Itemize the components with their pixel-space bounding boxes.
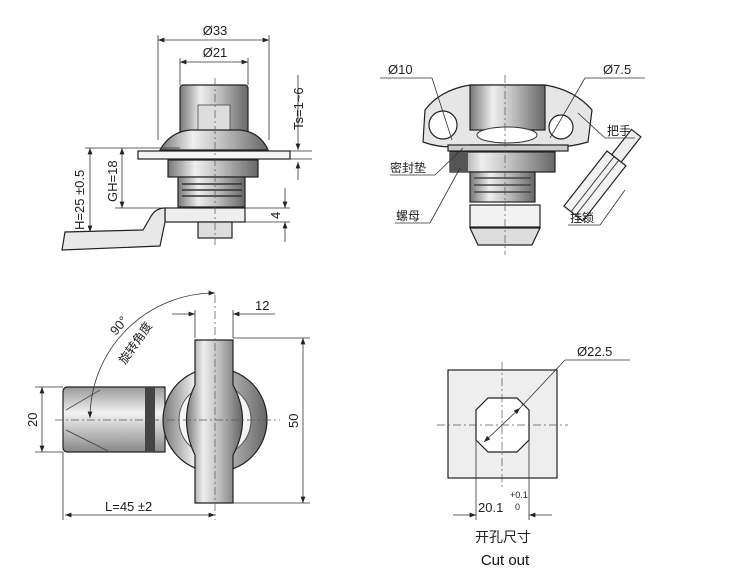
panel-plate bbox=[137, 150, 291, 160]
label-handle: 把手 bbox=[607, 124, 631, 138]
flange bbox=[158, 129, 269, 151]
tol-minus: 0 bbox=[515, 502, 520, 512]
dim-20-1: 20.1 bbox=[478, 500, 503, 515]
angle-90: 90° bbox=[107, 313, 131, 338]
dim-20: 20 bbox=[25, 413, 40, 427]
cutout-title-cn: 开孔尺寸 bbox=[475, 530, 531, 546]
cam-hub bbox=[164, 207, 246, 223]
handle-arm bbox=[186, 339, 243, 504]
dim-dia-33: Ø33 bbox=[203, 23, 228, 38]
label-padlock: 挂锁 bbox=[570, 210, 594, 225]
dim-dia-22-5: Ø22.5 bbox=[577, 344, 612, 359]
nut bbox=[167, 159, 259, 178]
dim-cam-thickness: 4 bbox=[268, 212, 283, 219]
dim-dia-10: Ø10 bbox=[388, 62, 413, 77]
thread bbox=[177, 176, 246, 208]
dim-h: H=25 ±0.5 bbox=[72, 170, 87, 230]
section-view: Ø10 Ø7.5 把手 密封垫 螺母 挂锁 bbox=[380, 62, 645, 255]
tol-plus: +0.1 bbox=[510, 490, 528, 500]
dim-50: 50 bbox=[286, 414, 301, 428]
label-seal: 密封垫 bbox=[390, 160, 426, 175]
dim-gh: GH=18 bbox=[105, 160, 120, 202]
cutout-view: Ø22.5 20.1 +0.1 0 开孔尺寸 Cut out bbox=[437, 344, 630, 569]
label-nut: 螺母 bbox=[396, 209, 420, 223]
dim-ts: Ts=1~6 bbox=[291, 87, 306, 130]
top-view: 90° 旋转角度 12 50 20 L=45 ±2 bbox=[25, 290, 310, 520]
dim-12: 12 bbox=[255, 298, 269, 313]
dim-length: L=45 ±2 bbox=[105, 499, 152, 514]
cutout-title-en: Cut out bbox=[481, 552, 530, 569]
dim-dia-21: Ø21 bbox=[203, 45, 228, 60]
cam-arm bbox=[61, 207, 166, 251]
dim-dia-7-5: Ø7.5 bbox=[603, 62, 631, 77]
side-view: Ø33 Ø21 Ts=1~6 H=25 ±0.5 GH=18 4 bbox=[61, 23, 312, 251]
